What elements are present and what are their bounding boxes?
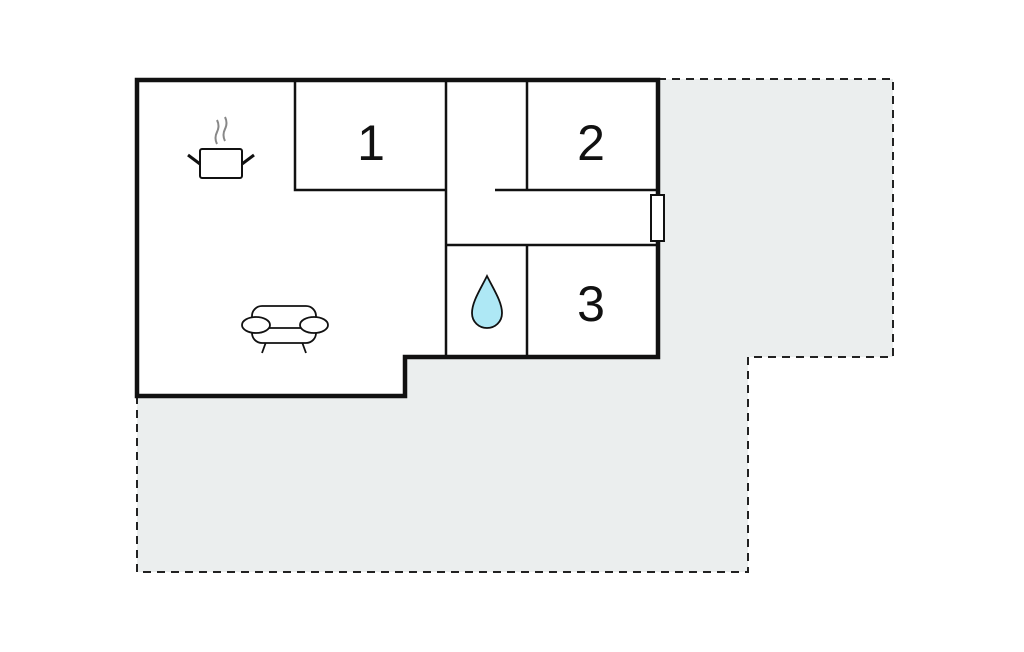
cooking-pot-icon [187, 116, 255, 179]
room-label-3: 3 [577, 276, 605, 332]
window-icon [650, 194, 665, 242]
interior-walls [293, 80, 658, 357]
room-label-1: 1 [357, 115, 385, 171]
exterior-walls [134, 77, 661, 399]
room-label-2: 2 [577, 115, 605, 171]
sofa-icon [241, 305, 329, 354]
water-drop-icon [471, 273, 503, 329]
